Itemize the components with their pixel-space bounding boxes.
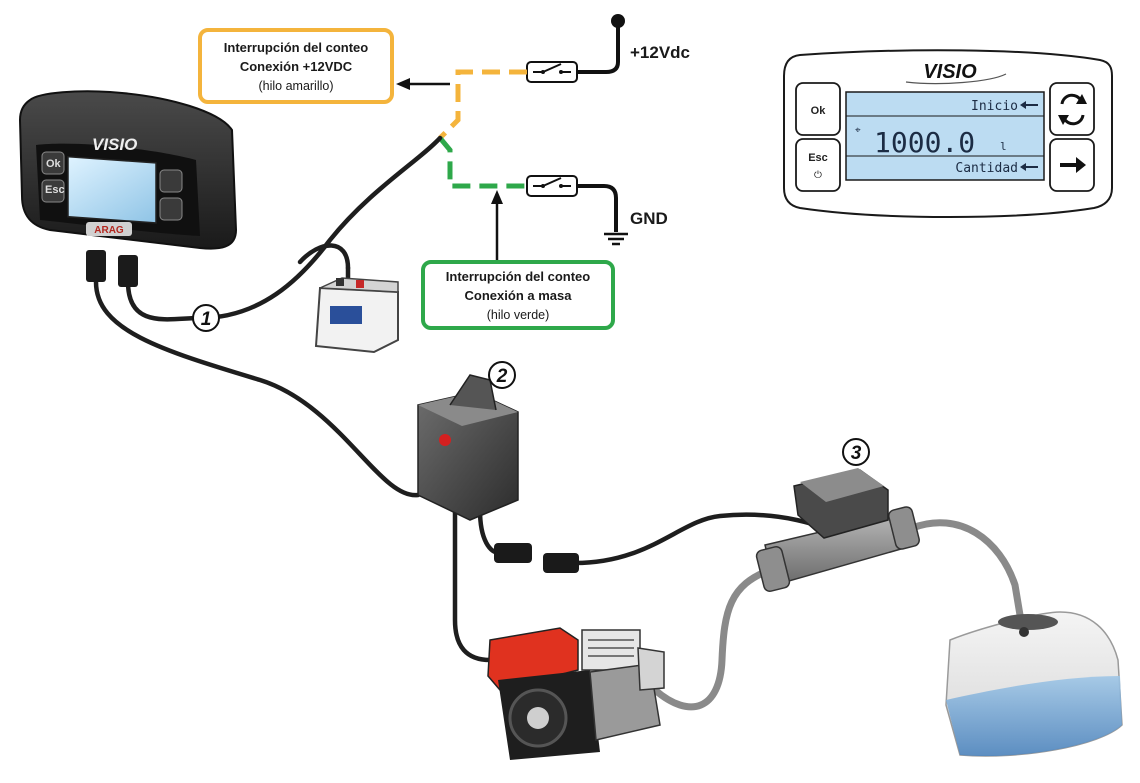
lcd-row-start-arrow-icon bbox=[1020, 101, 1038, 109]
yellow-callout-line2: Conexión +12VDC bbox=[240, 59, 353, 74]
svg-text:3: 3 bbox=[851, 443, 862, 464]
lcd-value: 1000.0 bbox=[874, 126, 975, 159]
number-badge-3: 3 bbox=[842, 438, 870, 466]
device-logo: VISIO bbox=[92, 135, 137, 154]
yellow-callout: Interrupción del conteo Conexión +12VDC … bbox=[198, 28, 394, 104]
yellow-callout-line1: Interrupción del conteo bbox=[224, 40, 369, 55]
panel-lcd bbox=[845, 91, 1045, 181]
device-ok-label: Ok bbox=[46, 158, 62, 170]
flowmeter-icon bbox=[755, 468, 920, 592]
green-callout-line1: Interrupción del conteo bbox=[446, 269, 591, 284]
device-refresh-button[interactable] bbox=[159, 169, 183, 193]
yellow-callout-line3: (hilo amarillo) bbox=[258, 79, 333, 93]
panel-ok-label: Ok bbox=[811, 105, 827, 117]
panel-esc-button[interactable] bbox=[795, 138, 841, 192]
device-esc-label: Esc bbox=[45, 184, 65, 196]
lcd-row-quantity: Cantidad bbox=[955, 161, 1018, 176]
green-callout-line2: Conexión a masa bbox=[465, 288, 573, 303]
pump-engine-icon bbox=[487, 627, 665, 760]
power-icon: ⏻ bbox=[814, 170, 822, 181]
lcd-row-start: Inicio bbox=[971, 99, 1018, 114]
reservoir-icon bbox=[945, 611, 1123, 757]
wiring-lines bbox=[396, 14, 628, 260]
visio-device: Ok Esc VISIO ARAG bbox=[18, 90, 238, 287]
svg-text:1: 1 bbox=[201, 309, 212, 330]
panel-esc-label: Esc bbox=[808, 152, 828, 164]
switch-icon bbox=[526, 175, 578, 197]
device-brand: ARAG bbox=[94, 225, 124, 236]
panel-refresh-button[interactable] bbox=[1049, 82, 1095, 136]
green-callout-line3: (hilo verde) bbox=[487, 308, 550, 322]
lcd-target-icon: ⌖ bbox=[855, 125, 861, 136]
number-badge-1: 1 bbox=[192, 304, 220, 332]
cable-connector bbox=[494, 543, 532, 563]
lcd-row-quantity-arrow-icon bbox=[1020, 163, 1038, 171]
ground-label: GND bbox=[630, 209, 668, 228]
hoses bbox=[651, 519, 1024, 711]
lcd-unit: l bbox=[1000, 140, 1007, 153]
relay-indicator-led bbox=[439, 434, 451, 446]
device-arrow-button[interactable] bbox=[159, 197, 183, 221]
device-esc-button[interactable] bbox=[41, 179, 65, 203]
arrow-to-yellow-callout bbox=[396, 78, 450, 90]
right-arrow-icon bbox=[1060, 157, 1086, 173]
number-badge-2: 2 bbox=[488, 361, 516, 389]
green-callout: Interrupción del conteo Conexión a masa … bbox=[421, 260, 615, 330]
battery-icon bbox=[314, 277, 399, 354]
ground-icon bbox=[604, 232, 628, 246]
arrow-to-green-callout bbox=[491, 190, 503, 260]
cable-connector bbox=[543, 553, 579, 573]
device-ok-button[interactable] bbox=[41, 151, 65, 175]
device-screen bbox=[67, 155, 157, 224]
panel-logo: VISIO bbox=[923, 61, 977, 83]
switch-icon bbox=[526, 61, 578, 83]
supply-label: +12Vdc bbox=[630, 43, 690, 62]
panel-ok-button[interactable] bbox=[795, 82, 841, 136]
relay-box-icon bbox=[417, 374, 519, 521]
svg-text:2: 2 bbox=[496, 366, 508, 387]
display-panel: VISIO Ok Esc ⏻ Inicio ⌖ 1000.0 l bbox=[783, 49, 1113, 218]
